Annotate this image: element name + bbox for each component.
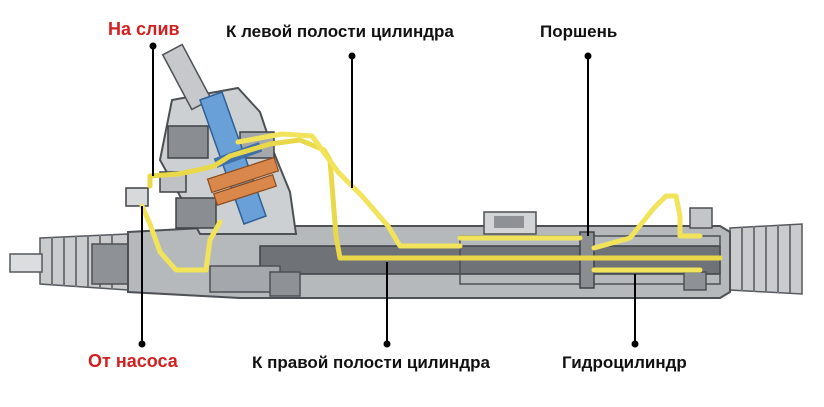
- control-valve: [206, 156, 280, 207]
- leader-dots: [138, 42, 639, 348]
- label-drain: На слив: [108, 19, 180, 39]
- label-hydrocylinder: Гидроцилиндр: [562, 353, 687, 372]
- fluid-lines: [139, 131, 723, 273]
- label-left-cavity: К левой полости цилиндра: [226, 22, 454, 41]
- right-boot: [729, 223, 803, 295]
- label-right-cavity: К правой полости цилиндра: [252, 353, 490, 372]
- label-piston: Поршень: [540, 22, 618, 41]
- left-boot: [9, 233, 129, 291]
- leader-lines: [141, 46, 636, 344]
- label-from-pump: От насоса: [88, 351, 178, 371]
